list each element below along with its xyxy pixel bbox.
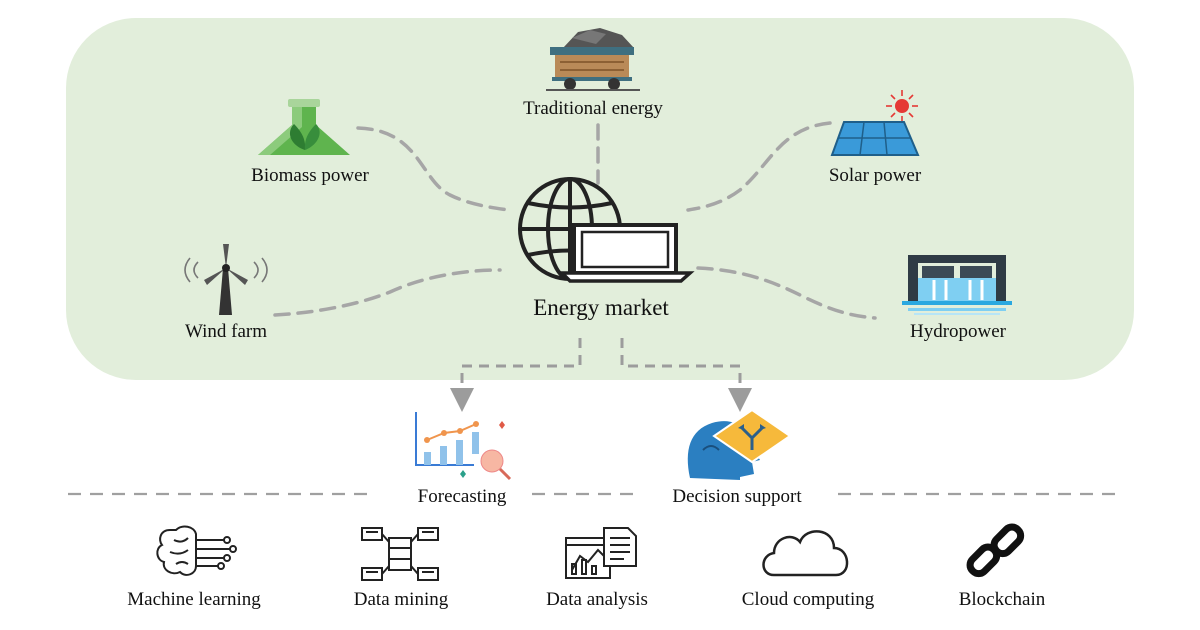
solar-panel-icon [830,90,920,156]
forecast-chart-icon [415,412,512,481]
connector-biomass [356,126,510,212]
decision-head-icon [687,408,792,480]
center-label: Energy market [533,295,669,320]
tech-label-cloud-computing: Cloud computing [741,589,875,610]
wind-turbine-icon [184,244,268,315]
source-label-wind: Wind farm [184,321,268,342]
source-label-solar: Solar power [828,165,922,186]
hydropower-dam-icon [902,255,1012,315]
globe-laptop-icon [518,177,695,283]
arrow-forecasting [450,338,582,412]
tech-label-data-analysis: Data analysis [546,589,648,610]
source-connectors [273,121,877,320]
source-label-hydro: Hydropower [909,321,1007,342]
arrow-decision [620,338,752,412]
data-analysis-icon [565,527,637,579]
connector-hydro [696,266,877,320]
application-label-forecasting: Forecasting [417,486,507,507]
application-arrows [450,338,752,412]
connector-solar [686,121,832,212]
brain-circuit-icon [156,525,237,576]
application-label-decision: Decision support [672,486,802,507]
tech-label-machine-learning: Machine learning [127,589,261,610]
energy-sources-panel [66,18,1134,380]
data-mining-icon [361,527,439,581]
chain-link-icon [966,523,1025,578]
cloud-icon [762,530,849,577]
tech-label-blockchain: Blockchain [958,589,1046,610]
coal-cart-icon [546,28,640,91]
connector-wind [273,268,502,317]
source-label-traditional: Traditional energy [523,98,663,119]
biomass-flask-icon [258,99,350,155]
tech-label-data-mining: Data mining [353,589,449,610]
source-label-biomass: Biomass power [251,165,369,186]
